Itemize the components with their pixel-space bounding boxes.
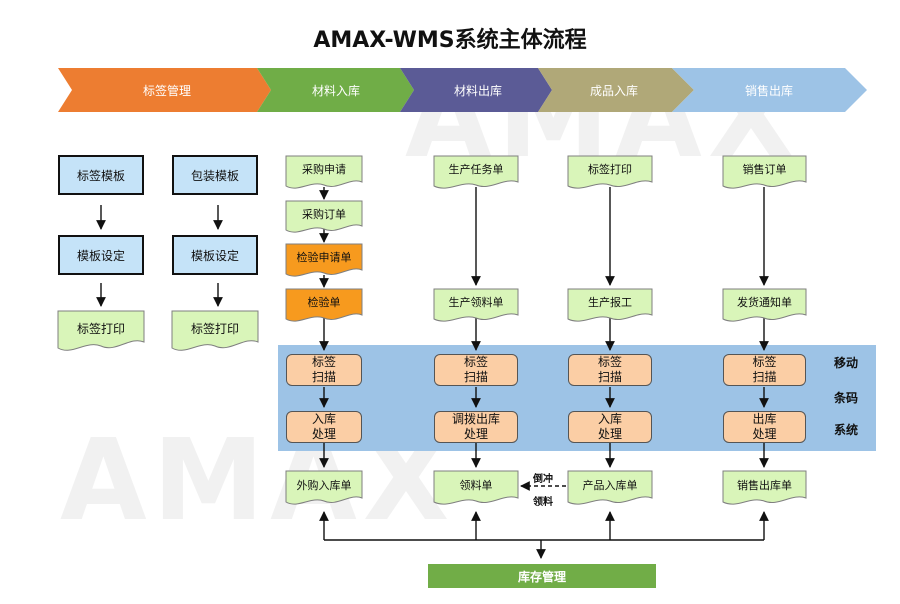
- phase-label-mgmt: 标签管理: [142, 83, 191, 98]
- label-print-doc-2: 标签打印: [190, 321, 239, 336]
- inspection-doc: 检验单: [307, 296, 341, 309]
- doc-shape-so-1: [722, 155, 807, 189]
- barcode-label: 条码: [833, 391, 858, 405]
- doc-shape-out-1: [285, 470, 363, 505]
- doc-shape-pi-2: [567, 288, 653, 322]
- so-label-scan-box: 标签 扫描: [723, 354, 806, 386]
- phase-arrow-label-mgmt: [58, 68, 271, 112]
- sales-order-doc: 销售订单: [742, 163, 787, 176]
- mi-label-scan-box: 标签 扫描: [286, 354, 362, 386]
- doc-shape-out-4: [722, 470, 807, 505]
- mo-transfer-process-box: 调拨出库 处理: [434, 411, 518, 443]
- phase-material-in: 材料入库: [311, 83, 360, 98]
- mobile-label: 移动: [833, 356, 858, 370]
- phase-arrow-material-out: [400, 68, 552, 112]
- phase-arrow-product-in: [538, 68, 694, 112]
- doc-shape-mi-3: [285, 243, 363, 277]
- doc-shape-pi-1: [567, 155, 653, 189]
- package-setting-box: 模板设定: [172, 235, 258, 275]
- outsourced-receipt-doc: 外购入库单: [296, 479, 352, 492]
- picking-doc: 领料单: [459, 479, 493, 492]
- phase-arrow-material-in: [257, 68, 414, 112]
- production-task-doc: 生产任务单: [448, 163, 504, 176]
- system-label: 系统: [833, 423, 858, 437]
- so-process-box: 出库 处理: [723, 411, 806, 443]
- product-receipt-doc: 产品入库单: [582, 479, 638, 492]
- mi-process-box: 入库 处理: [286, 411, 362, 443]
- phase-sales-out: 销售出库: [744, 83, 793, 98]
- label-print-step: 标签打印: [588, 163, 632, 176]
- backflush-label-line1: 倒冲: [533, 474, 553, 485]
- doc-shape-out-3: [567, 470, 653, 505]
- doc-shape-so-2: [722, 288, 807, 322]
- mo-label-scan-box: 标签 扫描: [434, 354, 518, 386]
- doc-shape-out-2: [433, 470, 519, 505]
- pi-label-scan-box: 标签 扫描: [568, 354, 652, 386]
- inventory-management-box: 库存管理: [428, 564, 656, 588]
- phase-arrow-sales-out: [672, 68, 867, 112]
- doc-shape-print1: [57, 310, 145, 351]
- sales-shipment-doc: 销售出库单: [737, 479, 792, 492]
- purchase-request-doc: 采购申请: [302, 163, 346, 176]
- doc-shape-mo-1: [433, 155, 519, 189]
- pi-process-box: 入库 处理: [568, 411, 652, 443]
- label-print-doc-1: 标签打印: [76, 321, 125, 336]
- doc-shape-mi-2: [285, 200, 363, 233]
- backflush-label-line2: 领料: [533, 497, 553, 508]
- label-template-box: 标签模板: [58, 155, 144, 195]
- production-report-doc: 生产报工: [588, 296, 632, 309]
- delivery-notice-doc: 发货通知单: [737, 296, 792, 309]
- package-template-box: 包装模板: [172, 155, 258, 195]
- label-setting-box: 模板设定: [58, 235, 144, 275]
- inspection-request-doc: 检验申请单: [296, 251, 352, 264]
- purchase-order-doc: 采购订单: [302, 208, 346, 221]
- doc-shape-mo-2: [433, 288, 519, 322]
- doc-shape-mi-4: [285, 288, 363, 322]
- diagram-title: AMAX-WMS系统主体流程: [313, 28, 587, 53]
- doc-shape-print2: [171, 310, 259, 351]
- phase-material-out: 材料出库: [453, 83, 502, 98]
- phase-product-in: 成品入库: [589, 83, 638, 98]
- doc-shape-mi-1: [285, 155, 363, 189]
- production-picking-doc: 生产领料单: [448, 296, 504, 309]
